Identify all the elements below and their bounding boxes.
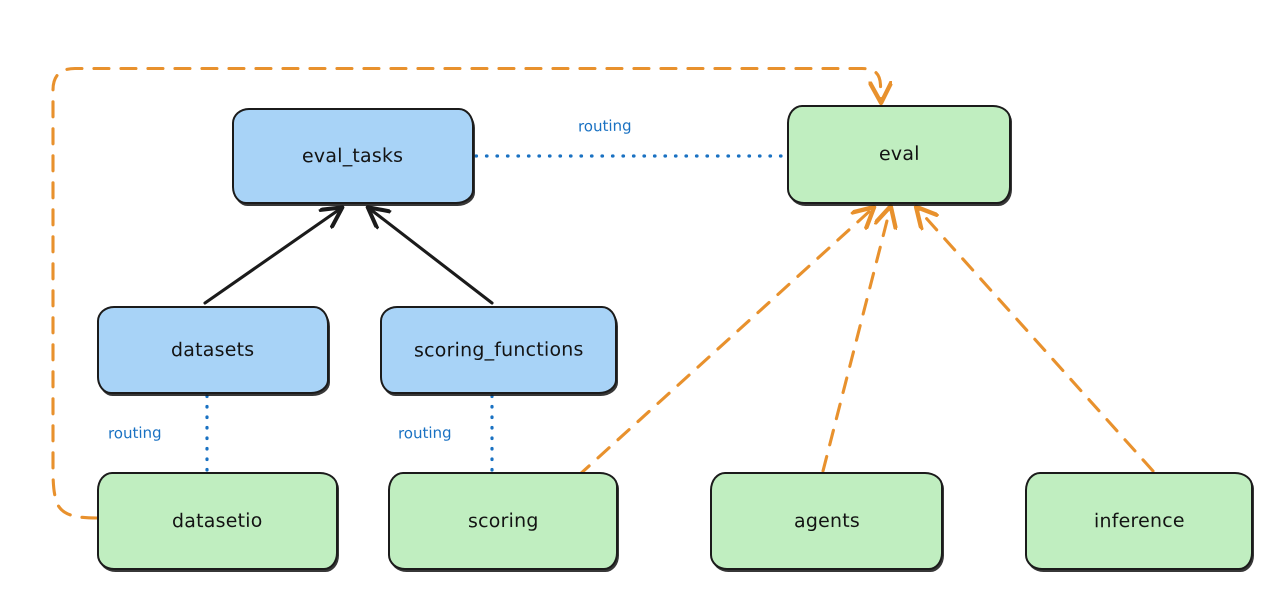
node-agents[interactable]: agents — [710, 472, 943, 570]
edge-datasets-to-eval_tasks — [203, 209, 340, 305]
node-label: eval — [878, 142, 920, 166]
node-label: eval_tasks — [302, 144, 404, 167]
node-scoring[interactable]: scoring — [388, 472, 618, 570]
node-label: agents — [793, 509, 860, 532]
node-label: datasets — [171, 338, 255, 361]
node-label: datasetio — [172, 509, 263, 532]
edge-scoring_functions-to-eval_tasks — [370, 209, 494, 305]
node-label: inference — [1093, 509, 1185, 532]
edge-scoring-to-eval — [576, 209, 872, 478]
edge-label-routing-datasets-datasetio: routing — [107, 423, 162, 443]
node-eval_tasks[interactable]: eval_tasks — [232, 108, 474, 204]
node-label: scoring — [467, 509, 539, 532]
edge-label-routing-eval_tasks-eval: routing — [577, 116, 632, 136]
edge-label-routing-scoring_functions-scoring: routing — [397, 423, 452, 443]
node-inference[interactable]: inference — [1025, 472, 1253, 570]
node-scoring_functions[interactable]: scoring_functions — [380, 306, 617, 394]
node-label: scoring_functions — [413, 338, 584, 362]
node-eval[interactable]: eval — [787, 105, 1011, 204]
node-datasetio[interactable]: datasetio — [97, 472, 338, 570]
node-datasets[interactable]: datasets — [97, 306, 329, 394]
edge-inference-to-eval — [918, 209, 1155, 473]
edge-agents-to-eval — [821, 209, 890, 473]
